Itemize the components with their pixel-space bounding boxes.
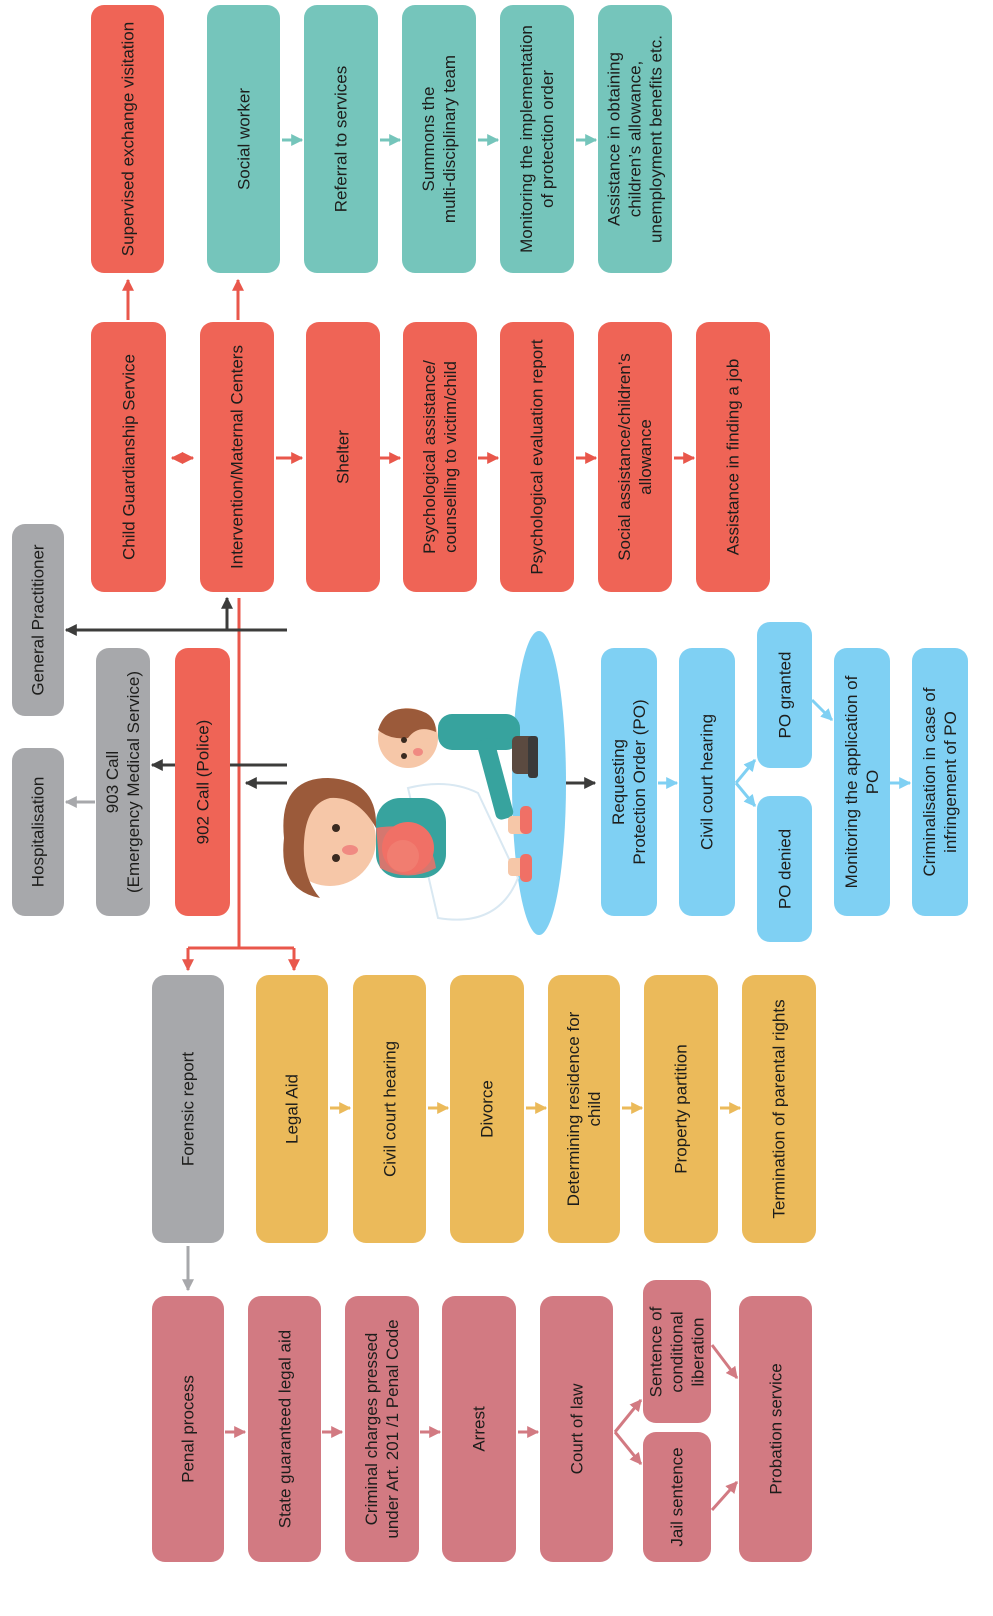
arrest-label: Arrest: [469, 1406, 489, 1452]
probation-box: Probation service: [739, 1296, 812, 1562]
conditional-liberation-label: Sentence of conditional liberation: [646, 1306, 708, 1397]
hospitalisation-box: Hospitalisation: [12, 748, 64, 916]
conditional-liberation-box: Sentence of conditional liberation: [643, 1280, 711, 1423]
jail-sentence-label: Jail sentence: [667, 1447, 687, 1547]
requesting-po-box: Requesting Protection Order (PO): [601, 648, 657, 916]
shelter-box: Shelter: [306, 322, 380, 592]
referral-box: Referral to services: [304, 5, 378, 273]
probation-label: Probation service: [766, 1363, 785, 1495]
legal-aid-box: Legal Aid: [256, 975, 328, 1243]
jail-sentence-box: Jail sentence: [643, 1432, 711, 1562]
summons-box: Summons the multi-disciplinary team: [402, 5, 476, 273]
mother-and-children-illustration: [283, 631, 566, 935]
supervised-visitation-box: Supervised exchange visitation: [91, 5, 164, 273]
po-denied-box: PO denied: [757, 796, 812, 942]
supervised-visitation-label: Supervised exchange visitation: [118, 21, 137, 257]
mother-figure: [283, 778, 532, 921]
referral-label: Referral to services: [331, 65, 351, 213]
civil-hearing-label: Civil court hearing: [380, 1040, 399, 1178]
social-assistance-box: Social assistance/children’s allowance: [598, 322, 672, 592]
criminalisation-box: Criminalisation in case of infringement …: [912, 648, 968, 916]
penal-process-label: Penal process: [178, 1375, 198, 1483]
job-assistance-box: Assistance in finding a job: [696, 322, 770, 592]
residence-label: Determining residence for child: [564, 1011, 604, 1207]
po-denied-label: PO denied: [775, 828, 794, 910]
criminal-charges-label: Criminal charges pressed under Art. 201 …: [362, 1319, 402, 1539]
requesting-po-label: Requesting Protection Order (PO): [609, 699, 649, 865]
intervention-box: Intervention/Maternal Centers: [200, 322, 274, 592]
gray-connectors: [64, 796, 194, 1292]
summons-label: Summons the multi-disciplinary team: [419, 54, 459, 224]
call-903-label: 903 Call (Emergency Medical Service): [103, 671, 143, 894]
social-assistance-label: Social assistance/children’s allowance: [615, 353, 655, 561]
job-assistance-label: Assistance in finding a job: [723, 358, 743, 556]
residence-box: Determining residence for child: [548, 975, 620, 1243]
po-granted-label: PO granted: [775, 651, 794, 739]
call-902-box: 902 Call (Police): [175, 648, 230, 916]
state-legal-aid-box: State guaranteed legal aid: [248, 1296, 321, 1562]
social-worker-label: Social worker: [234, 87, 253, 191]
civil-hearing-po-box: Civil court hearing: [679, 648, 735, 916]
criminal-charges-box: Criminal charges pressed under Art. 201 …: [345, 1296, 419, 1562]
forensic-report-box: Forensic report: [152, 975, 224, 1243]
red-connectors: [122, 278, 696, 972]
state-legal-aid-label: State guaranteed legal aid: [275, 1329, 294, 1529]
monitoring-implementation-label: Monitoring the implementation of protect…: [517, 25, 557, 253]
divorce-label: Divorce: [477, 1080, 497, 1138]
general-practitioner-box: General Practitioner: [12, 524, 64, 716]
criminalisation-label: Criminalisation in case of infringement …: [920, 687, 960, 877]
monitoring-po-label: Monitoring the application of PO: [842, 675, 882, 889]
assistance-allowance-label: Assistance in obtaining children’s allow…: [604, 35, 666, 243]
call-902-label: 902 Call (Police): [193, 719, 212, 845]
general-practitioner-label: General Practitioner: [28, 544, 48, 696]
shelter-label: Shelter: [333, 430, 353, 484]
psych-assistance-box: Psychological assistance/ counselling to…: [403, 322, 477, 592]
blue-connectors: [658, 698, 912, 807]
child-figure: [378, 708, 538, 820]
monitoring-implementation-box: Monitoring the implementation of protect…: [500, 5, 574, 273]
court-of-law-box: Court of law: [540, 1296, 613, 1562]
divorce-box: Divorce: [450, 975, 524, 1243]
property-box: Property partition: [644, 975, 718, 1243]
child-guardianship-label: Child Guardianship Service: [119, 354, 138, 560]
termination-box: Termination of parental rights: [742, 975, 816, 1243]
legal-aid-label: Legal Aid: [282, 1074, 302, 1144]
ground-ellipse: [512, 631, 566, 935]
property-label: Property partition: [671, 1044, 691, 1174]
social-worker-box: Social worker: [207, 5, 280, 273]
assistance-allowance-box: Assistance in obtaining children’s allow…: [598, 5, 672, 273]
po-granted-box: PO granted: [757, 622, 812, 768]
pink-connectors: [225, 1344, 739, 1511]
court-of-law-label: Court of law: [567, 1383, 586, 1475]
hospitalisation-label: Hospitalisation: [28, 776, 48, 888]
monitoring-po-box: Monitoring the application of PO: [834, 648, 890, 916]
psych-assistance-label: Psychological assistance/ counselling to…: [420, 360, 460, 554]
arrest-box: Arrest: [442, 1296, 516, 1562]
penal-process-box: Penal process: [152, 1296, 224, 1562]
civil-hearing-box: Civil court hearing: [353, 975, 426, 1243]
dark-connectors: [64, 596, 597, 789]
child-guardianship-box: Child Guardianship Service: [91, 322, 166, 592]
termination-label: Termination of parental rights: [769, 999, 789, 1219]
intervention-label: Intervention/Maternal Centers: [227, 345, 247, 569]
forensic-report-label: Forensic report: [178, 1051, 198, 1167]
psych-report-label: Psychological evaluation report: [527, 339, 547, 575]
call-903-box: 903 Call (Emergency Medical Service): [96, 648, 150, 916]
civil-hearing-po-label: Civil court hearing: [697, 713, 717, 851]
psych-report-box: Psychological evaluation report: [500, 322, 574, 592]
